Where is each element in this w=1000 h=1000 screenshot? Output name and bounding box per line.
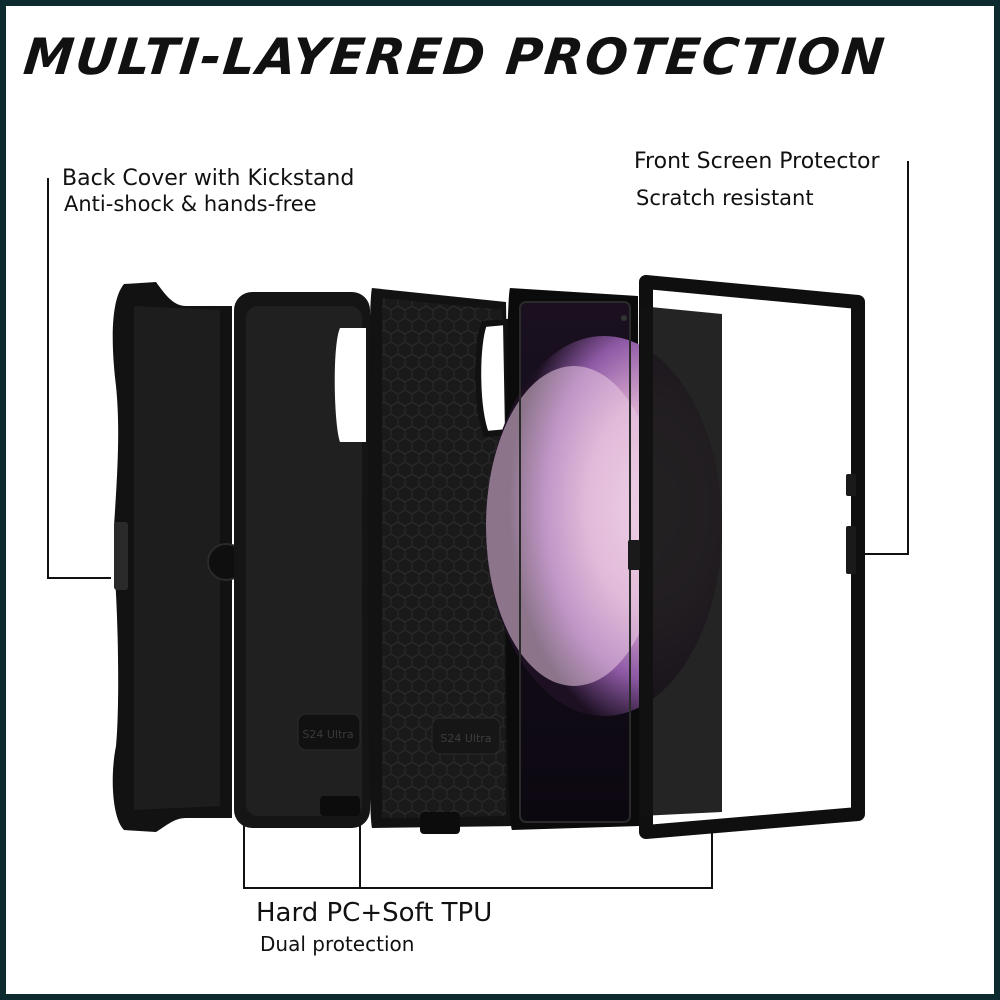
callout-lines — [47, 161, 909, 889]
product-infographic: MULTI-LAYERED PROTECTION Back Cover with… — [6, 6, 994, 994]
middle-layer-title: Hard PC+Soft TPU — [256, 898, 493, 928]
front-screen-protector — [628, 275, 865, 839]
tpu-inner-layer: S24 Ultra — [367, 288, 514, 834]
shell-emboss-text: S24 Ultra — [302, 728, 353, 741]
holster-kickstand — [112, 282, 245, 832]
front-protector-subtitle: Scratch resistant — [636, 186, 814, 210]
front-protector-callout-line — [854, 161, 909, 555]
hard-shell: S24 Ultra — [234, 292, 370, 828]
front-protector-title: Front Screen Protector — [634, 149, 880, 174]
exploded-case-illustration: S24 Ultra S24 Ultra — [47, 161, 909, 889]
middle-layer-subtitle: Dual protection — [260, 932, 415, 956]
back-cover-subtitle: Anti-shock & hands-free — [64, 192, 317, 216]
back-cover-title: Back Cover with Kickstand — [62, 166, 355, 191]
middle-layer-callout-line — [243, 824, 713, 889]
tpu-emboss-text: S24 Ultra — [440, 732, 491, 745]
back-cover-callout-line — [47, 178, 111, 579]
